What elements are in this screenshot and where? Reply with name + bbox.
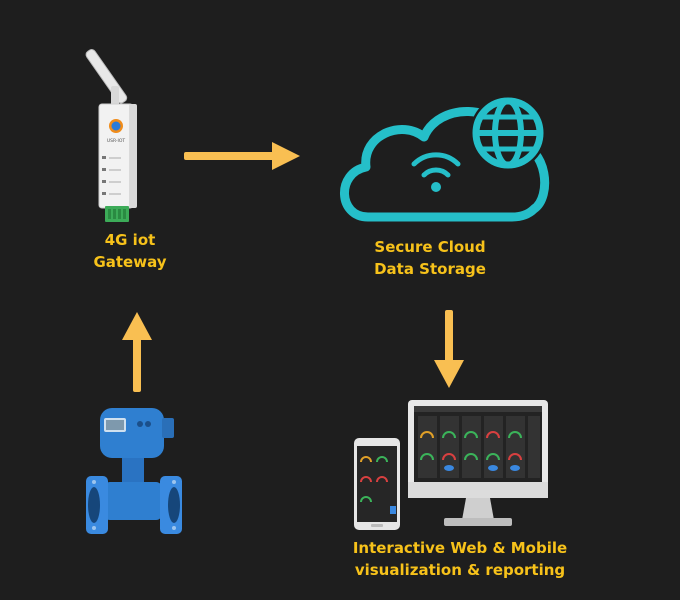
arrow-gateway-to-cloud xyxy=(184,142,300,170)
cloud-label-line1: Secure Cloud xyxy=(374,238,486,256)
flow-meter-icon xyxy=(86,408,182,534)
gateway-label-line2: Gateway xyxy=(93,252,167,271)
arrow-meter-to-gateway xyxy=(122,312,152,392)
visualization-label-line2: visualization & reporting xyxy=(354,560,566,579)
desktop-mobile-dashboard-icon xyxy=(354,400,548,530)
cloud-wifi-globe-icon xyxy=(340,95,550,222)
gateway-brand-text: USR-IOT xyxy=(107,138,126,144)
visualization-label-line1: Interactive Web & Mobile xyxy=(352,539,568,557)
cloud-label: Secure Cloud Data Storage xyxy=(340,237,520,281)
gateway-label-line1: 4G iot xyxy=(104,231,156,249)
gateway-label: 4G iot Gateway xyxy=(55,230,205,274)
arrow-cloud-to-visualization xyxy=(434,310,464,388)
cloud-label-line2: Data Storage xyxy=(374,259,486,278)
gateway-device-icon: USR-IOT xyxy=(85,49,137,222)
visualization-label: Interactive Web & Mobile visualization &… xyxy=(335,538,585,582)
